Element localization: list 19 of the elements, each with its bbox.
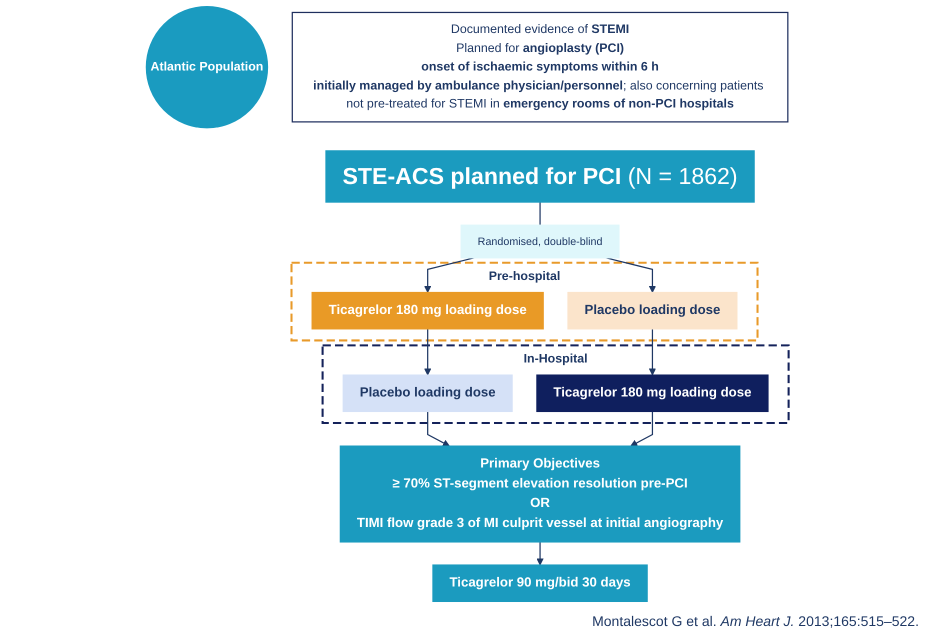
node-box: Ticagrelor 180 mg loading dose [312,292,544,330]
arrow [630,411,654,446]
node-box: Ticagrelor 90 mg/bid 30 days [432,564,648,602]
node-circle: Atlantic Population [146,6,268,128]
connector [539,202,541,226]
node-box: Placebo loading dose [342,374,513,412]
arrow [424,257,474,293]
node-box: Primary Objectives ≥ 70% ST-segment elevation resolution pre-PCI OR TIMI flow grade 3 of MI culprit vessel at initial angiography [340,446,740,543]
node-box: Randomised, double-blind [460,224,620,258]
arrow [648,328,656,376]
node-box: Documented evidence of STEMI Planned for angioplasty (PCI) onset of ischaemic symptoms within 6 h initially managed by ambulance physician/personnel; also concerning patients not pre-treated for STEMI in emergency rooms of non-PCI hospitals [292,12,788,122]
node-box: Placebo loading dose [567,292,738,330]
arrow [424,328,432,376]
arrow [427,411,450,446]
arrow [536,542,544,566]
arrow [606,257,656,293]
citation: Montalescot G et al. Am Heart J. 2013;165:515–522. [592,613,919,629]
node-box: STE-ACS planned for PCI (N = 1862) [325,150,755,203]
node-box: Ticagrelor 180 mg loading dose [536,374,769,412]
